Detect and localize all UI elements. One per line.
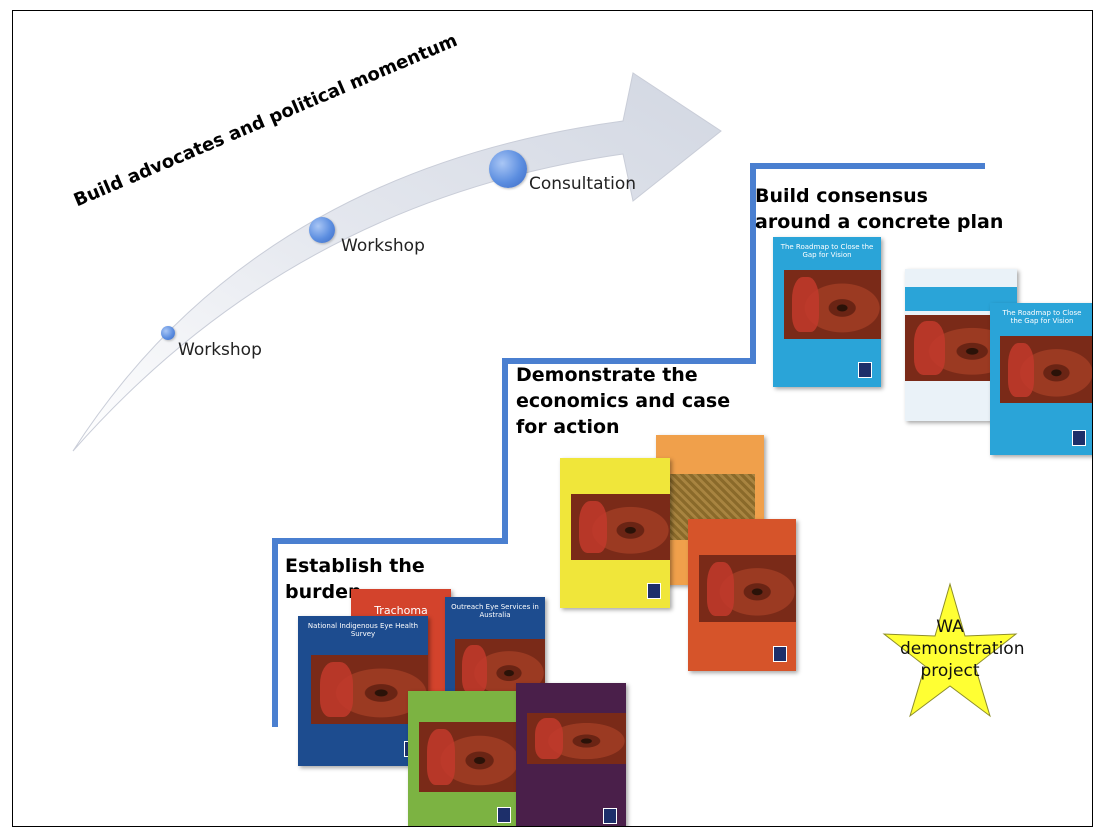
step-2-label: Demonstrate the economics and case for a…	[516, 364, 731, 438]
momentum-arrow	[72, 72, 722, 452]
workshop-2-bullet	[309, 217, 335, 243]
report-cover-roadmap-1: The Roadmap to Close the Gap for Vision	[773, 237, 881, 387]
report-cover-survey: National Indigenous Eye Health Survey	[298, 616, 428, 766]
report-cover-yellow	[560, 458, 670, 608]
consultation-bullet	[489, 150, 527, 188]
step-3-label: Build consensus around a concrete plan	[755, 185, 1004, 233]
diagram-graphics	[72, 72, 1018, 727]
workshop-1-label: Workshop	[178, 340, 262, 360]
report-cover-roadmap-2: The Roadmap to Close the Gap for Vision	[990, 303, 1092, 455]
step-1-label: Establish the burden	[285, 555, 425, 603]
wa-star-shape	[882, 582, 1018, 718]
report-cover-purple	[516, 683, 626, 826]
report-cover-red	[688, 519, 796, 671]
wa-star-label: WA demonstration project	[900, 617, 1025, 681]
diagram-frame: Build advocates and political momentum W…	[12, 10, 1093, 827]
report-cover-green	[408, 691, 520, 826]
workshop-1-bullet	[161, 326, 175, 340]
staircase-line	[272, 163, 985, 727]
consultation-label: Consultation	[529, 174, 637, 194]
workshop-2-label: Workshop	[341, 236, 425, 256]
